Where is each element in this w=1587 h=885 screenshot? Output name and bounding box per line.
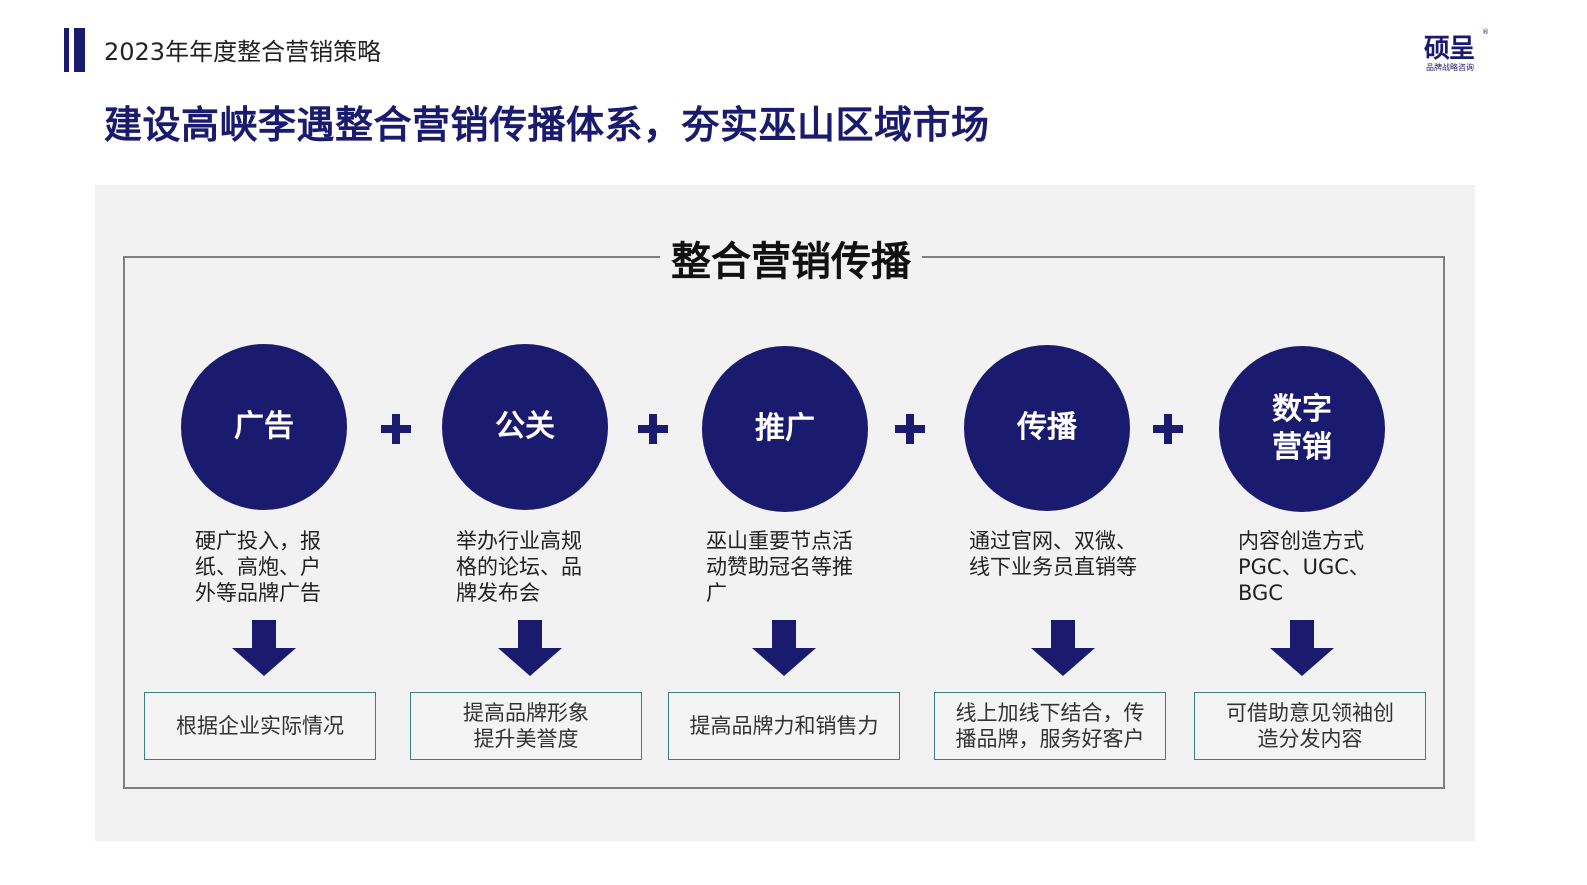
outcome-box-digital: 可借助意见领袖创造分发内容 [1194,692,1426,760]
outcome-box-promotion: 提高品牌力和销售力 [668,692,900,760]
arrow-down-icon [498,620,562,676]
arrow-down-icon [752,620,816,676]
plus-icon [381,414,411,444]
logo-tagline: 品牌战略咨询 [1426,63,1474,72]
channel-circle-ad: 广告 [181,344,347,510]
header-accent-bar [64,28,69,72]
plus-icon [1153,414,1183,444]
brand-logo: 硕呈 ® 品牌战略咨询 [1420,28,1490,74]
logo-wordmark: 硕呈 [1424,34,1475,64]
channel-circle-pr: 公关 [442,344,608,510]
plus-icon [638,414,668,444]
plus-icon [895,414,925,444]
arrow-down-icon [232,620,296,676]
channel-description-pr: 举办行业高规格的论坛、品牌发布会 [456,529,582,605]
channel-description-promotion: 巫山重要节点活动赞助冠名等推广 [706,529,853,605]
arrow-down-icon [1270,620,1334,676]
channel-description-communication: 通过官网、双微、线下业务员直销等 [969,529,1137,579]
channel-circle-digital: 数字营销 [1219,346,1385,512]
outcome-box-pr: 提高品牌形象提升美誉度 [410,692,642,760]
slide-heading: 建设高峡李遇整合营销传播体系，夯实巫山区域市场 [104,103,990,147]
channel-circle-communication: 传播 [964,345,1130,511]
arrow-down-icon [1031,620,1095,676]
outcome-box-communication: 线上加线下结合，传播品牌，服务好客户 [934,692,1166,760]
channel-description-digital: 内容创造方式PGC、UGC、BGC [1238,529,1370,605]
diagram-title: 整合营销传播 [660,234,922,290]
logo-registered-mark: ® [1482,28,1489,36]
header-accent-bar-thick [74,28,85,72]
deck-title: 2023年年度整合营销策略 [104,38,382,66]
channel-description-ad: 硬广投入，报纸、高炮、户外等品牌广告 [195,529,321,605]
outcome-box-ad: 根据企业实际情况 [144,692,376,760]
channel-circle-promotion: 推广 [702,346,868,512]
